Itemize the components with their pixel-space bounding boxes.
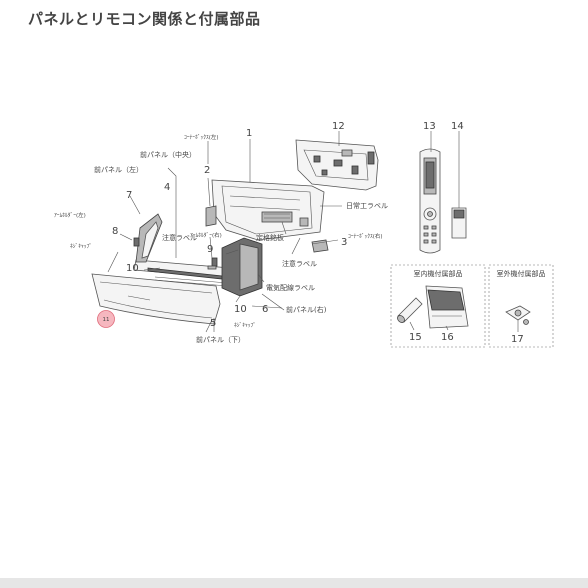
front-panel-bottom-label: 前パネル（下）	[196, 335, 245, 344]
part-11-marker[interactable]: 11	[97, 310, 115, 328]
corner-box-right-label: ｺｰﾅｰﾎﾞｯｸｽ(右)	[348, 232, 383, 240]
part-number-10b: 10	[234, 304, 247, 315]
indoor-accessories-label: 室内機付属部品	[414, 269, 463, 278]
part-number-17: 17	[511, 334, 524, 345]
front-panel-left[interactable]	[135, 213, 163, 263]
part-number-10a: 10	[126, 263, 139, 274]
indoor-accessories-box: 室内機付属部品	[390, 264, 486, 348]
outdoor-accessories-label: 室外機付属部品	[497, 269, 546, 278]
control-board[interactable]	[295, 139, 379, 191]
daily-label-text: 日常工ラベル	[346, 201, 388, 210]
front-panel-center-label: 前パネル（中央）	[140, 150, 196, 159]
corner-box-left[interactable]	[205, 205, 217, 227]
front-panel-bottom[interactable]	[91, 273, 221, 325]
part-number-2: 2	[204, 165, 210, 176]
part-number-3: 3	[341, 237, 347, 248]
caution-label-left-text: 注意ラベル	[162, 233, 197, 242]
footer-bar	[0, 578, 588, 588]
arm-holder-left-label: ｱｰﾑﾎﾙﾀﾞｰ(左)	[54, 211, 86, 219]
part-number-13: 13	[423, 121, 436, 132]
corner-box-right[interactable]	[311, 239, 329, 253]
part-number-8: 8	[112, 226, 118, 237]
part-number-4: 4	[164, 182, 170, 193]
screw-cap-left-label: ﾈｼﾞｷｬｯﾌﾟ	[70, 243, 92, 250]
main-chassis[interactable]	[211, 179, 325, 241]
outdoor-accessories-box: 室外機付属部品	[488, 264, 554, 348]
arm-holder-right[interactable]	[207, 257, 218, 270]
remote-control[interactable]	[419, 148, 441, 254]
wiring-label-text: 電気配線ラベル	[266, 283, 315, 292]
instruction-manual[interactable]	[425, 285, 469, 329]
drain-socket[interactable]	[505, 305, 531, 325]
part-number-12: 12	[332, 121, 345, 132]
page-title: パネルとリモコン関係と付属部品	[28, 10, 261, 28]
arm-holder-right-label: ｱｰﾑﾎﾙﾀﾞｰ(右)	[190, 231, 222, 239]
rating-plate-label: 定格銘板	[256, 233, 284, 242]
part-number-6: 6	[262, 304, 268, 315]
front-panel-left-label: 前パネル（左）	[94, 165, 143, 174]
remote-holder[interactable]	[451, 207, 467, 239]
screw-cap-bottom-label: ﾈｼﾞｷｬｯﾌﾟ	[234, 322, 256, 329]
corner-box-left-label: ｺｰﾅｰﾎﾞｯｸｽ(左)	[184, 133, 219, 141]
part-number-16: 16	[441, 332, 454, 343]
arm-holder-left[interactable]	[133, 237, 140, 247]
batteries[interactable]	[396, 297, 423, 324]
part-number-7: 7	[126, 190, 132, 201]
front-panel-right[interactable]	[221, 237, 263, 297]
part-number-1: 1	[246, 128, 252, 139]
part-number-5: 5	[210, 318, 216, 329]
caution-label-right-text: 注意ラベル	[282, 259, 317, 268]
part-number-15: 15	[409, 332, 422, 343]
part-number-11: 11	[103, 317, 110, 323]
part-number-14: 14	[451, 121, 464, 132]
front-panel-right-label: 前パネル(右)	[286, 305, 327, 314]
part-number-9: 9	[207, 244, 213, 255]
